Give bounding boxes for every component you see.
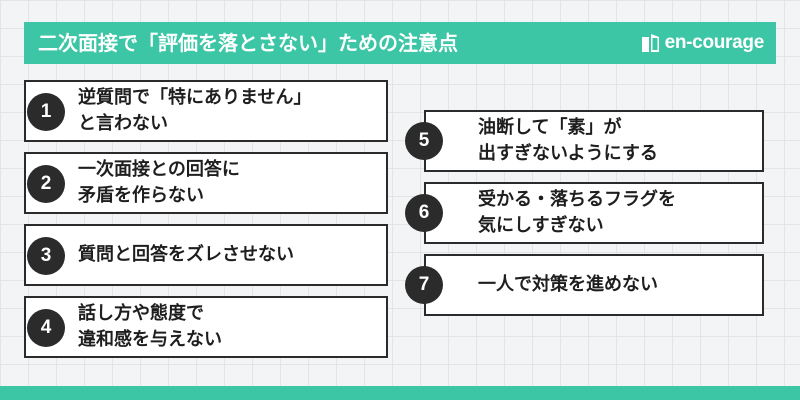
tip-text-5: 油断して「素」が 出すぎないようにする (478, 117, 658, 164)
tip-text-2: 一次面接との回答に 矛盾を作らない (78, 159, 240, 206)
tip-card-1: 逆質問で「特にありません」 と言わない (24, 80, 388, 142)
number-badge-1: 1 (27, 93, 65, 131)
number-badge-7: 7 (405, 266, 443, 304)
footer-bar (0, 386, 800, 400)
tip-card-7: 一人で対策を進めない (424, 254, 764, 316)
logo-icon (641, 34, 659, 52)
tip-card-4: 話し方や態度で 違和感を与えない (24, 296, 388, 358)
header-banner: 二次面接で「評価を落とさない」ための注意点 en-courage (24, 22, 776, 64)
tip-text-1: 逆質問で「特にありません」 と言わない (78, 87, 312, 134)
tip-card-5: 油断して「素」が 出すぎないようにする (424, 110, 764, 172)
tip-card-3: 質問と回答をズレさせない (24, 224, 388, 286)
tip-text-6: 受かる・落ちるフラグを 気にしすぎない (478, 189, 676, 236)
brand-logo: en-courage (641, 31, 764, 55)
number-badge-4: 4 (27, 309, 65, 347)
tip-text-3: 質問と回答をズレさせない (78, 244, 294, 265)
tip-card-6: 受かる・落ちるフラグを 気にしすぎない (424, 182, 764, 244)
number-badge-5: 5 (405, 122, 443, 160)
tip-text-4: 話し方や態度で 違和感を与えない (78, 303, 222, 350)
page-title: 二次面接で「評価を落とさない」ための注意点 (38, 31, 458, 55)
logo-text: en-courage (664, 32, 765, 53)
number-badge-2: 2 (27, 165, 65, 203)
tip-text-7: 一人で対策を進めない (478, 274, 658, 295)
number-badge-6: 6 (405, 194, 443, 232)
number-badge-3: 3 (27, 237, 65, 275)
tip-card-2: 一次面接との回答に 矛盾を作らない (24, 152, 388, 214)
